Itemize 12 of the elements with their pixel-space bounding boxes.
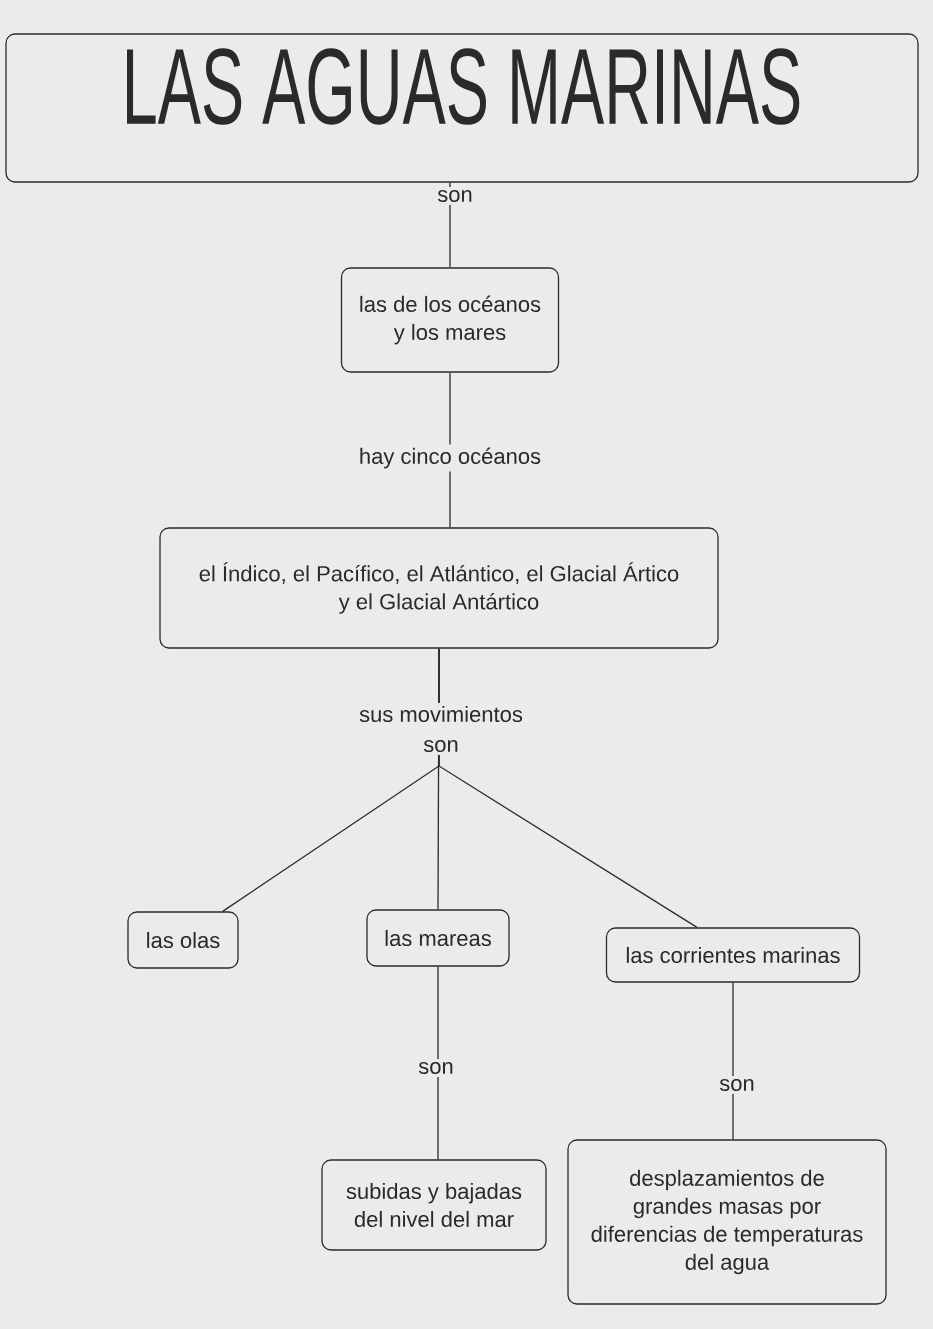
- connector-line: [732, 982, 734, 1140]
- concept-box: las olas: [127, 911, 239, 969]
- connector-line: [437, 966, 439, 1160]
- title-box: LAS AGUAS MARINAS: [5, 33, 919, 183]
- concept-box: subidas y bajadas del nivel del mar: [321, 1159, 547, 1251]
- edge-label: sus movimientos son: [348, 702, 534, 756]
- concept-box: el Índico, el Pacífico, el Atlántico, el Glacial Ártico y el Glacial Antártico: [159, 527, 719, 649]
- concept-box: las corrientes marinas: [605, 927, 861, 983]
- concept-box: las mareas: [366, 909, 510, 967]
- edge-label: hay cinco océanos: [355, 444, 545, 472]
- concept-box: desplazamientos de grandes masas por diferencias de temperaturas del agua: [567, 1139, 887, 1305]
- concept-box: las de los océanos y los mares: [340, 267, 560, 373]
